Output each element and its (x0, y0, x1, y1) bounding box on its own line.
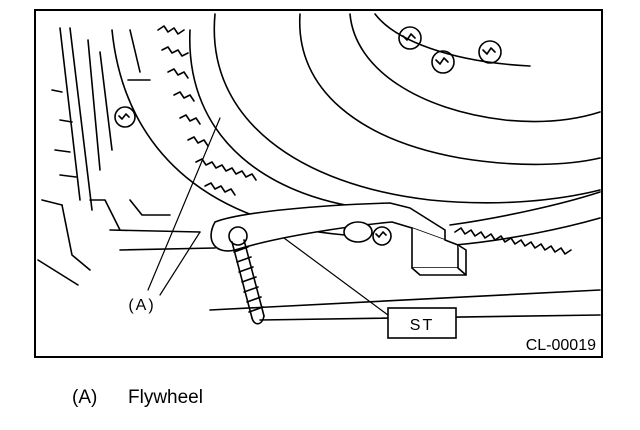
threaded-screw (231, 239, 265, 325)
flywheel-bolts (114, 26, 502, 128)
figure-code: CL-00019 (526, 337, 596, 354)
st-label-box (387, 307, 457, 339)
legend-caption: (A) Flywheel (72, 387, 203, 409)
st-label: ST (410, 317, 434, 334)
legend-key: (A) (72, 387, 98, 408)
callout-a-label: (A) (128, 297, 155, 314)
ring-gear-teeth (157, 25, 601, 255)
flywheel-arcs (111, 13, 601, 236)
housing-lines (37, 27, 601, 321)
tool-clamp-bolt (343, 221, 392, 246)
leader-lines (147, 117, 393, 319)
special-tool-arm (210, 202, 467, 276)
figure-frame (34, 9, 603, 358)
legend-text: Flywheel (128, 387, 203, 408)
